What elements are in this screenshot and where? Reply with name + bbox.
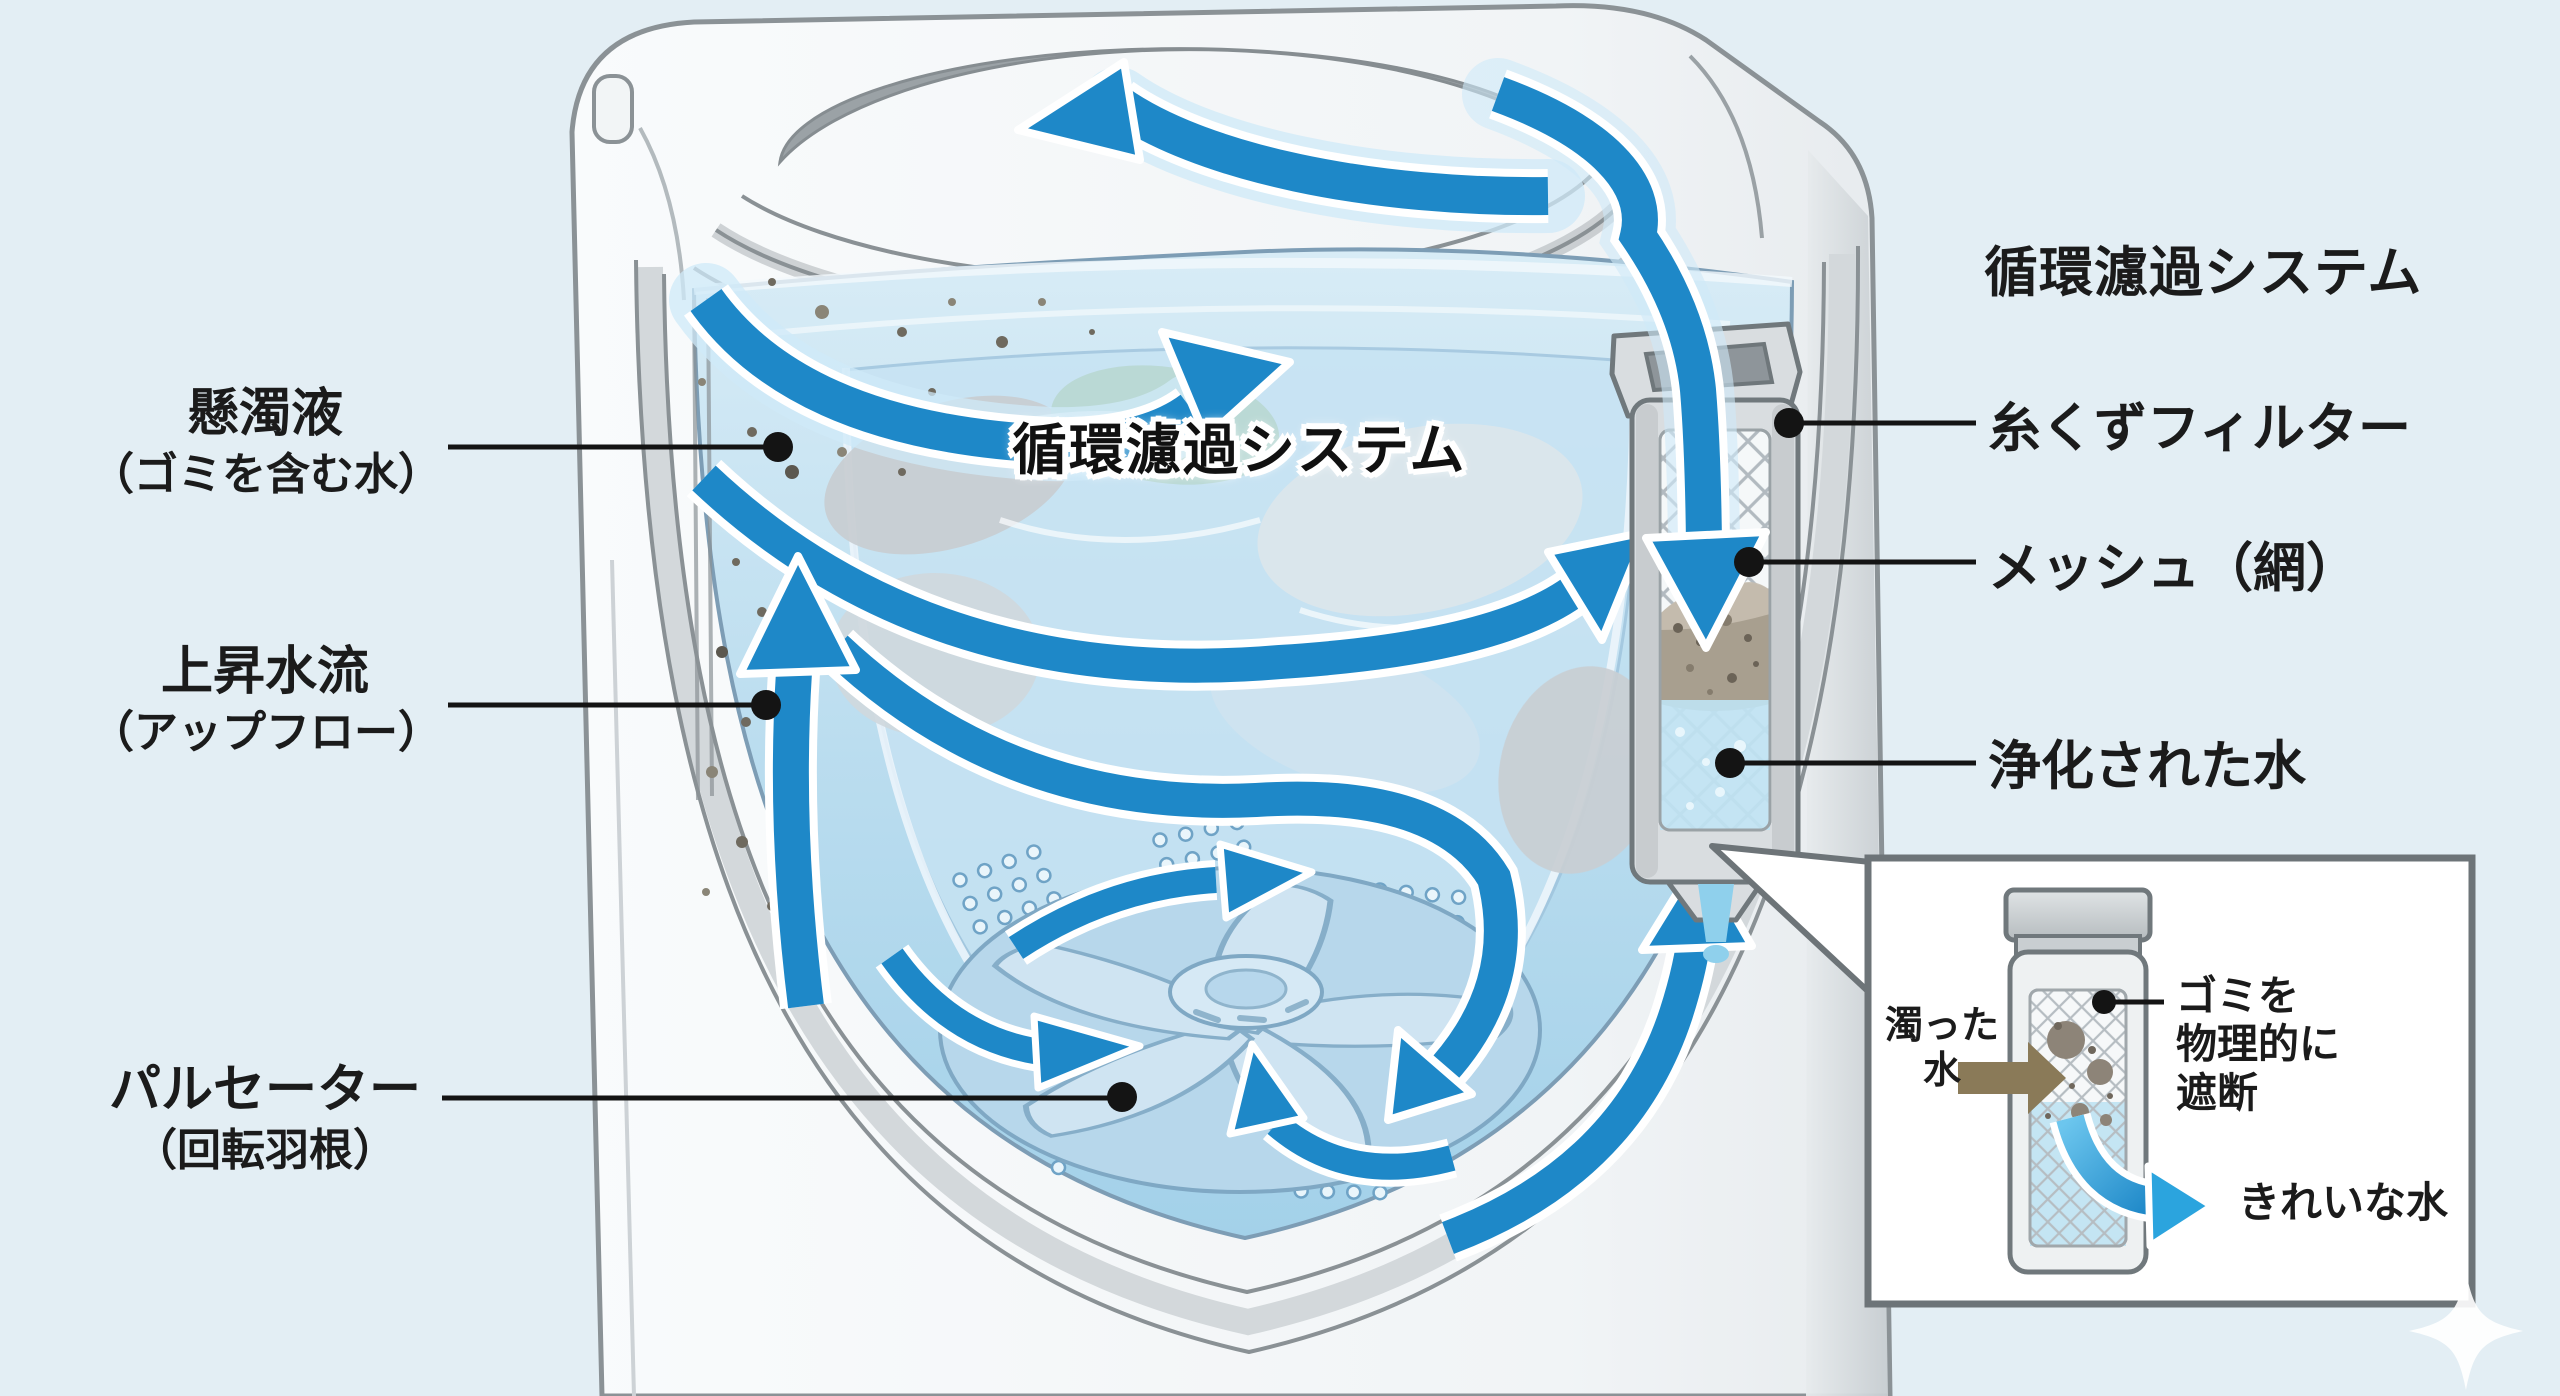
circulation-arrows: [669, 58, 1756, 1262]
label-mesh: メッシュ（網）: [1988, 539, 2359, 598]
pulsator-swirl-arrow-bottom: [1226, 1040, 1458, 1187]
center-overlay-title: 循環濾過システム: [1012, 419, 1467, 481]
clean-water-arrow: [2049, 1112, 2216, 1250]
label-suspension-title: 懸濁液: [186, 385, 343, 443]
inset-label-debris-block: ゴミを 物理的に 遮断: [2176, 973, 2340, 1116]
callout-upflow: [448, 690, 781, 720]
inset-label-murky-water: 濁った 水: [1884, 1005, 1999, 1092]
callout-pulsator: [442, 1082, 1137, 1112]
label-purified-water: 浄化された水: [1988, 737, 2306, 796]
top-circulation-arrow-back: [1014, 58, 1585, 234]
filter-purified-water: [1660, 700, 1770, 830]
label-suspension-subtitle: （ゴミを含む水）: [90, 450, 442, 500]
label-upflow-subtitle: （アップフロー）: [90, 708, 442, 758]
filter-funnel: [1665, 879, 1765, 963]
filter-feed-arrow: [1462, 58, 1770, 652]
label-upflow-title: 上昇水流: [160, 643, 369, 701]
tub-left-wall: [692, 297, 714, 801]
label-pulsator-title: パルセーター: [108, 1061, 421, 1119]
spiral-arrow-upper: [686, 459, 1650, 691]
label-pulsator-subtitle: （回転羽根）: [133, 1126, 397, 1176]
label-suspension: 懸濁液 （ゴミを含む水）: [90, 384, 442, 501]
murky-water-arrow: [1958, 1042, 2066, 1114]
callout-mesh: [1734, 547, 1976, 577]
callout-purified-water: [1715, 748, 1976, 778]
callout-lint-filter: [1774, 408, 1976, 438]
lid-handle: [592, 74, 634, 144]
inset-detail-box: [1709, 843, 2476, 1308]
label-lint-filter: 糸くずフィルター: [1988, 399, 2411, 458]
right-section-title: 循環濾過システム: [1984, 243, 2423, 303]
label-upflow: 上昇水流 （アップフロー）: [90, 642, 442, 759]
inset-callout-debris: [2092, 990, 2164, 1014]
pulsator-swirl-arrow-top: [1004, 840, 1316, 965]
callout-lines: [442, 408, 1976, 1112]
top-circulation-arrow-front: [669, 263, 1294, 482]
upflow-arrow: [736, 552, 860, 1010]
callout-suspension: [448, 432, 793, 462]
inset-label-clean-water: きれいな水: [2238, 1179, 2449, 1226]
label-pulsator: パルセーター （回転羽根）: [85, 1060, 445, 1177]
pulsator-swirl-arrow-left: [875, 944, 1144, 1092]
sparkle-icon: [2409, 1272, 2523, 1390]
spiral-arrow-lower: [818, 629, 1526, 1124]
